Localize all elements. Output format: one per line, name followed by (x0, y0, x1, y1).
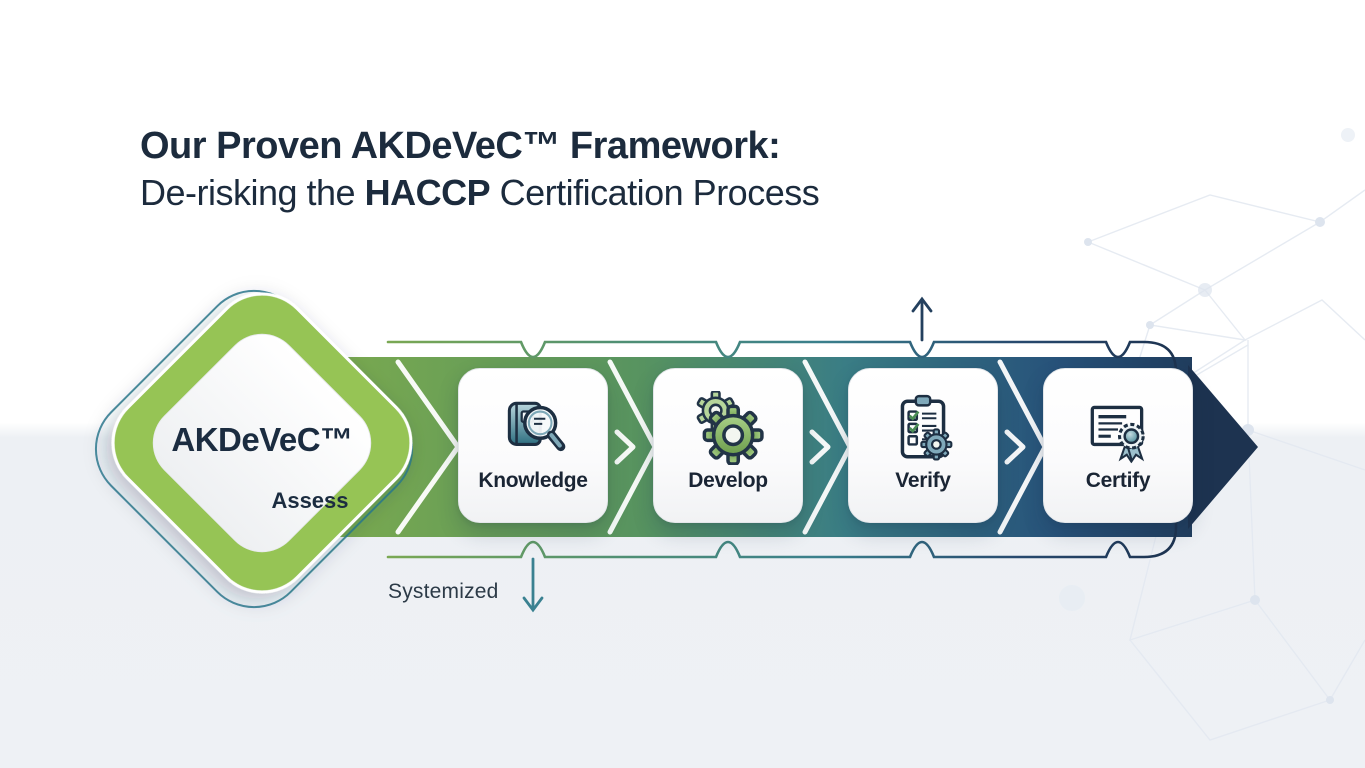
arrow-up-icon (911, 296, 933, 342)
chevron-small-icon (809, 429, 831, 465)
step-box-knowledge: Knowledge (458, 368, 608, 523)
chevron-triangle-icon (395, 359, 461, 535)
arrow-down-icon (522, 557, 544, 613)
step-box-certify: Certify (1043, 368, 1193, 523)
diamond-step-label: Assess (271, 488, 349, 513)
step-label-certify: Certify (1085, 469, 1151, 492)
title-line2: De-risking the HACCP Certification Proce… (140, 170, 1000, 216)
title-line1: Our Proven AKDeVeC™ Framework: (140, 125, 781, 167)
title-line2-post: Certification Process (490, 172, 820, 213)
title-line2-bold: HACCP (364, 172, 491, 213)
diamond-brand-text: AKDeVeC™ (171, 421, 353, 458)
gears-icon (696, 391, 764, 465)
systemized-label: Systemized (388, 580, 499, 603)
step-label-verify: Verify (895, 469, 951, 492)
step-label-knowledge: Knowledge (478, 469, 588, 492)
title-line2-pre: De-risking the (140, 172, 365, 213)
clipboard-checklist-gear-icon (900, 394, 953, 461)
page-title: Our Proven AKDeVeC™ Framework: De-riskin… (140, 122, 1000, 216)
chevron-small-icon (614, 429, 636, 465)
certificate-ribbon-icon (1090, 405, 1145, 464)
chevron-small-icon (1004, 429, 1026, 465)
step-box-verify: Verify (848, 368, 998, 523)
chevron-triangle-icon (997, 359, 1048, 535)
step-label-develop: Develop (688, 469, 768, 492)
step-box-develop: Develop (653, 368, 803, 523)
book-magnifier-icon (507, 401, 566, 452)
band-arrowhead (1188, 365, 1258, 529)
chevron-triangle-icon (802, 359, 853, 535)
chevron-triangle-icon (607, 359, 658, 535)
